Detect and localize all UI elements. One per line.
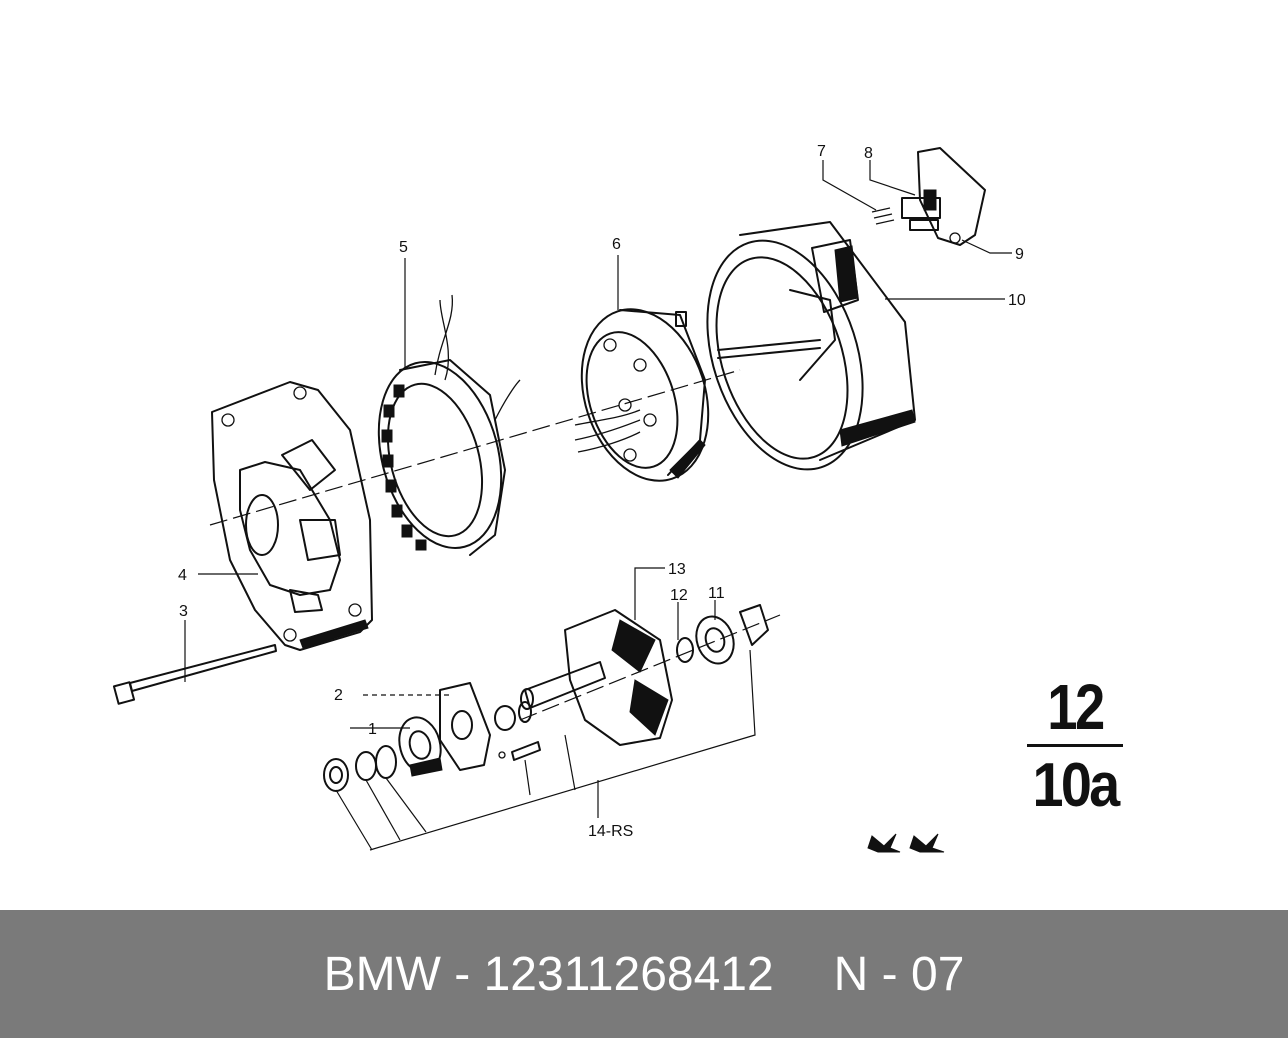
parts-diagram: 1 2 3 4 5 6 7 8 9 10 11 12 13 14-RS (112, 143, 1026, 853)
drive-end-parts (323, 682, 541, 792)
brush-holder (871, 147, 986, 246)
callout-8: 8 (864, 145, 873, 162)
front-housing (211, 381, 373, 651)
footer-separator: - (454, 947, 471, 1001)
through-bolt (112, 644, 277, 705)
footer-variant: N - 07 (833, 947, 965, 1001)
group-number: 12 (1047, 671, 1105, 743)
callout-14-rs: 14-RS (588, 823, 633, 840)
group-subnumber: 10a (1032, 751, 1120, 820)
group-code: 12 10a (1000, 672, 1150, 842)
callout-2: 2 (334, 687, 343, 704)
rectifier-plate (574, 308, 710, 482)
main-axis (209, 369, 741, 526)
footer-brand: BMW (323, 947, 441, 1001)
footer-part-number: 12311268412 (483, 947, 774, 1001)
stator-windings (381, 384, 427, 551)
alternator-exploded-view: 1 2 3 4 5 6 7 8 9 10 11 12 13 14-RS (112, 143, 1026, 853)
rotor (520, 604, 769, 746)
callout-1: 1 (368, 721, 377, 738)
callout-4: 4 (178, 567, 187, 584)
approval-marks (867, 833, 945, 853)
group-divider (1027, 744, 1123, 747)
callout-12: 12 (670, 587, 688, 604)
callout-10: 10 (1008, 292, 1026, 309)
leader-lines (184, 160, 1012, 851)
rear-housing (706, 221, 916, 471)
callout-11: 11 (708, 585, 725, 602)
callout-labels: 1 2 3 4 5 6 7 8 9 10 11 12 13 14-RS (178, 143, 1026, 840)
callout-5: 5 (399, 239, 408, 256)
callout-7: 7 (817, 143, 826, 160)
callout-3: 3 (179, 603, 188, 620)
rotor-axis (519, 614, 781, 721)
footer-bar: BMW - 12311268412 N - 07 (0, 910, 1288, 1038)
callout-9: 9 (1015, 246, 1024, 263)
callout-6: 6 (612, 236, 621, 253)
stator (377, 294, 521, 556)
callout-13: 13 (668, 561, 686, 578)
